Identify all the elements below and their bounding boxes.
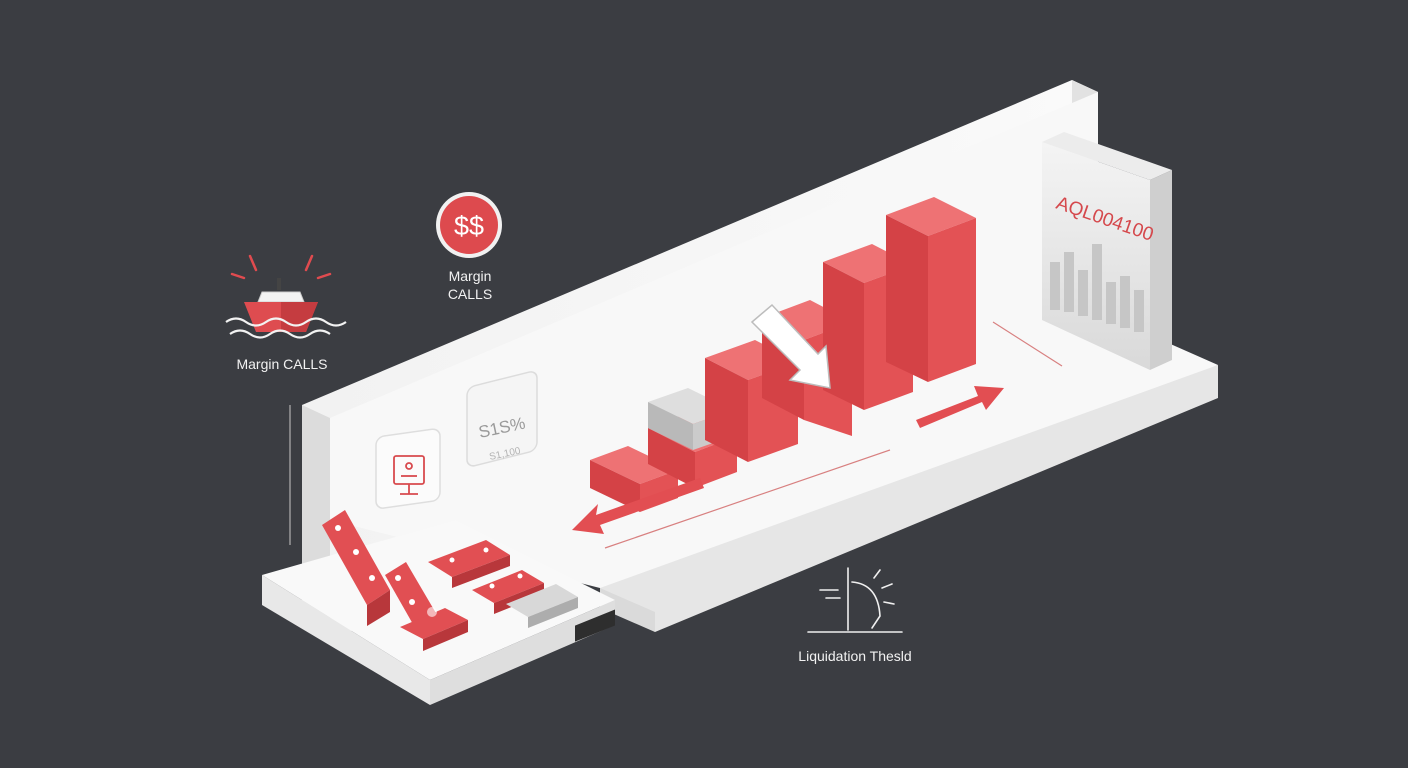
coin-caption-line1: Margin: [449, 268, 492, 284]
domino-4: [472, 570, 544, 614]
bar-staircase: [590, 197, 976, 512]
guide-line-upper: [992, 321, 1063, 367]
floor-front-left: [600, 588, 655, 632]
percent-card: S1S% S1,100: [466, 371, 538, 467]
domino-grey: [506, 584, 578, 628]
ship-icon: [225, 278, 347, 339]
coin-icon: $$: [436, 192, 502, 258]
monitor-icon: [393, 455, 425, 495]
guide-line-lower: [604, 449, 891, 549]
ship-caption: Margin CALLS: [236, 356, 327, 372]
screen-top: [1042, 132, 1172, 180]
domino-pile: [322, 510, 578, 651]
screen-side: [1150, 170, 1172, 370]
liquidation-caption: Liquidation Thesld: [798, 648, 911, 664]
platform-slot: [575, 609, 615, 642]
screen-bar-chart: [1050, 244, 1144, 332]
coin-caption-line2: CALLS: [448, 286, 492, 302]
arrow-right-icon: [916, 386, 1004, 428]
lower-platform-face-right: [430, 600, 615, 705]
lower-platform-face: [262, 575, 430, 705]
domino-2: [385, 562, 440, 633]
domino-5: [400, 607, 468, 651]
domino-3: [428, 540, 510, 588]
stats-screen: AQL004100: [1042, 132, 1172, 370]
monitor-card: [375, 428, 441, 509]
floor-front-face: [600, 365, 1218, 632]
arrow-down-icon: [750, 303, 831, 389]
liquidation-icon: [807, 567, 903, 633]
coin-symbol: $$: [454, 211, 484, 241]
domino-1: [322, 510, 390, 626]
arrow-left-icon: [572, 478, 704, 534]
red-block-6: [886, 197, 976, 382]
siren-icon: [230, 254, 332, 280]
